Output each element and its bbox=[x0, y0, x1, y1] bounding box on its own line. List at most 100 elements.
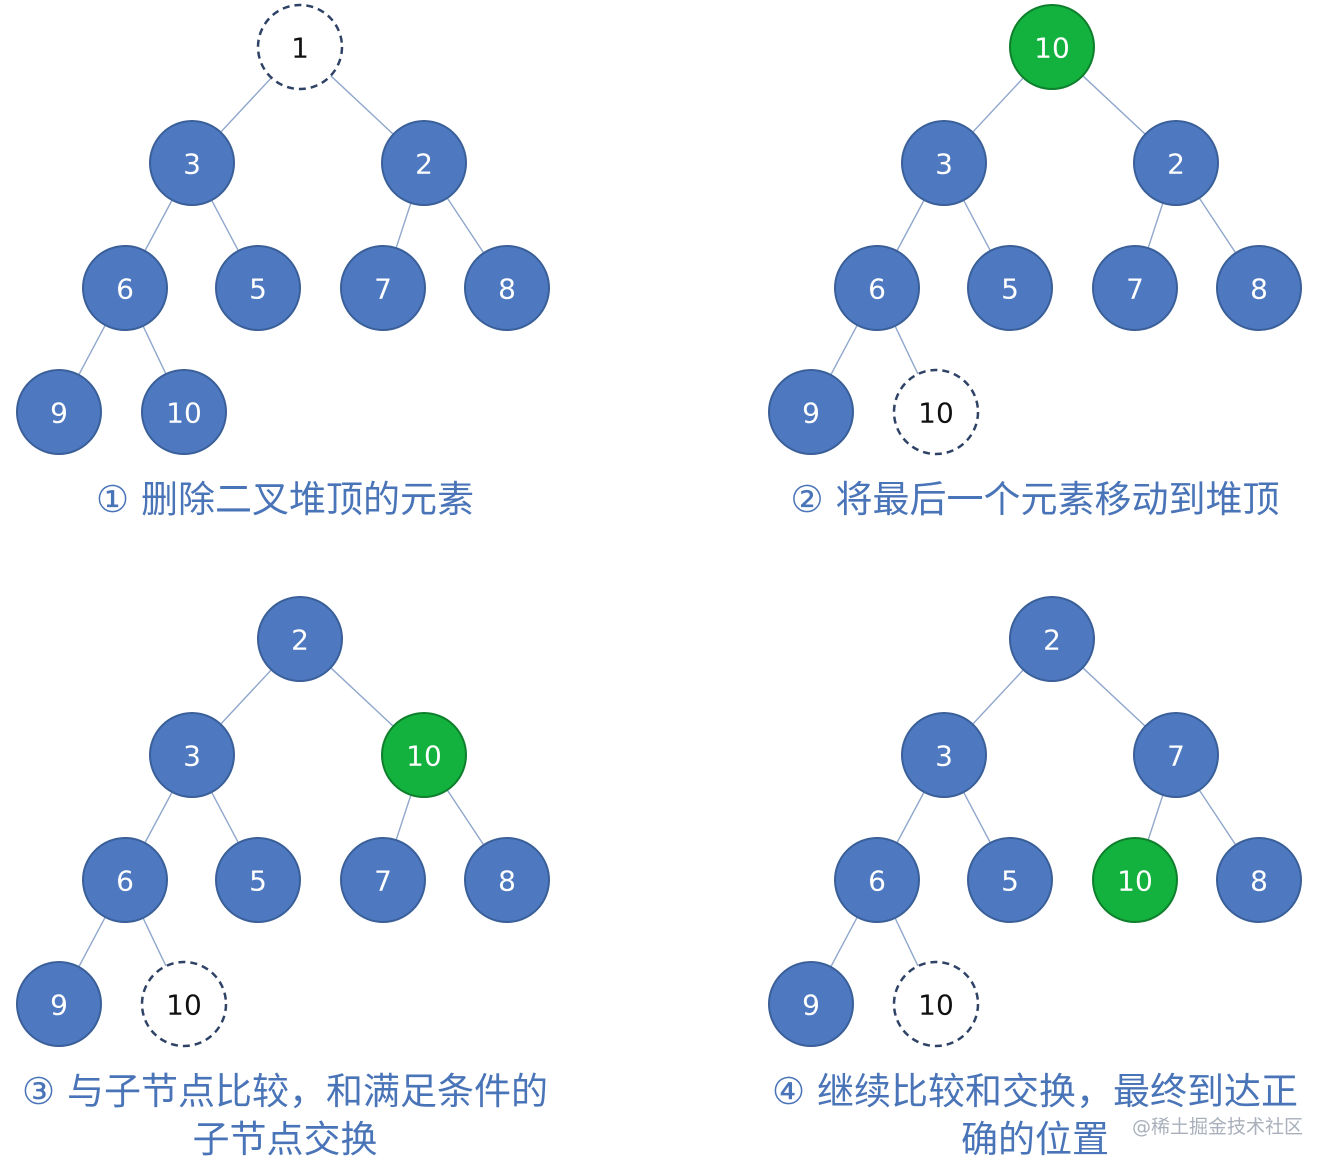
tree-node: 8 bbox=[1216, 837, 1302, 923]
tree-node: 5 bbox=[215, 837, 301, 923]
node-circle bbox=[381, 712, 467, 798]
node-label: 10 bbox=[166, 397, 202, 430]
tree-edge bbox=[78, 324, 106, 376]
node-label: 8 bbox=[498, 273, 516, 306]
tree-edge bbox=[210, 791, 240, 844]
node-circle bbox=[215, 837, 301, 923]
tree-node: 7 bbox=[1092, 245, 1178, 331]
node-label: 2 bbox=[1043, 624, 1061, 657]
node-circle bbox=[149, 712, 235, 798]
tree-edge bbox=[1198, 789, 1237, 846]
node-label: 2 bbox=[1167, 148, 1185, 181]
tree-edge bbox=[1147, 202, 1164, 249]
tree-node: 10 bbox=[1009, 4, 1095, 90]
node-label: 10 bbox=[918, 989, 954, 1022]
node-label: 10 bbox=[918, 397, 954, 430]
tree-edge bbox=[446, 789, 485, 846]
node-label: 5 bbox=[249, 273, 267, 306]
caption-line: 确的位置 bbox=[961, 1118, 1109, 1161]
tree-node: 2 bbox=[257, 596, 343, 682]
tree-node: 10 bbox=[381, 712, 467, 798]
tree-edge bbox=[896, 199, 925, 252]
tree-edge bbox=[395, 202, 412, 249]
node-circle bbox=[901, 712, 987, 798]
node-circle bbox=[1009, 596, 1095, 682]
node-circle bbox=[464, 245, 550, 331]
node-circle bbox=[768, 961, 854, 1047]
tree-edge bbox=[210, 199, 240, 252]
tree-node: 10 bbox=[141, 369, 227, 455]
node-circle bbox=[967, 245, 1053, 331]
node-circle bbox=[901, 120, 987, 206]
node-label: 10 bbox=[166, 989, 202, 1022]
node-label: 6 bbox=[868, 865, 886, 898]
watermark-text: @稀土掘金技术社区 bbox=[1132, 1116, 1304, 1138]
node-circle bbox=[892, 368, 980, 456]
tree-node: 10 bbox=[1092, 837, 1178, 923]
tree-node: 3 bbox=[901, 120, 987, 206]
tree-node: 3 bbox=[901, 712, 987, 798]
caption-line: ② 将最后一个元素移动到堆顶 bbox=[790, 478, 1280, 521]
tree-edge bbox=[1147, 794, 1164, 841]
node-label: 6 bbox=[116, 865, 134, 898]
node-label: 3 bbox=[183, 740, 201, 773]
tree-node: 5 bbox=[215, 245, 301, 331]
node-circle bbox=[256, 3, 344, 91]
caption-line: ④ 继续比较和交换，最终到达正 bbox=[772, 1070, 1298, 1113]
node-circle bbox=[16, 369, 102, 455]
node-label: 9 bbox=[802, 989, 820, 1022]
node-label: 1 bbox=[291, 32, 309, 65]
tree-node: 2 bbox=[1009, 596, 1095, 682]
node-circle bbox=[340, 245, 426, 331]
tree-edge bbox=[962, 791, 992, 844]
node-label: 3 bbox=[183, 148, 201, 181]
node-label: 5 bbox=[1001, 865, 1019, 898]
node-label: 7 bbox=[1126, 273, 1144, 306]
tree-node: 6 bbox=[834, 245, 920, 331]
tree-edge bbox=[446, 197, 485, 254]
tree-node: 8 bbox=[464, 837, 550, 923]
node-circle bbox=[1092, 245, 1178, 331]
tree-node: 6 bbox=[82, 837, 168, 923]
node-circle bbox=[1133, 712, 1219, 798]
caption-step-3: ③ 与子节点比较，和满足条件的子节点交换 bbox=[0, 1068, 570, 1164]
node-circle bbox=[215, 245, 301, 331]
tree-edge bbox=[395, 794, 412, 841]
node-label: 8 bbox=[498, 865, 516, 898]
node-circle bbox=[1133, 120, 1219, 206]
tree-edge bbox=[896, 791, 925, 844]
node-circle bbox=[149, 120, 235, 206]
node-circle bbox=[257, 596, 343, 682]
tree-node: 10 bbox=[140, 960, 228, 1048]
tree-edge bbox=[142, 325, 167, 375]
node-circle bbox=[892, 960, 980, 1048]
node-circle bbox=[768, 369, 854, 455]
node-label: 10 bbox=[1034, 32, 1070, 65]
caption-line: 子节点交换 bbox=[192, 1118, 378, 1161]
node-label: 10 bbox=[1117, 865, 1153, 898]
node-label: 9 bbox=[50, 989, 68, 1022]
caption-step-4: ④ 继续比较和交换，最终到达正确的位置 bbox=[740, 1068, 1320, 1164]
node-circle bbox=[1009, 4, 1095, 90]
tree-node: 9 bbox=[16, 961, 102, 1047]
node-label: 7 bbox=[374, 273, 392, 306]
tree-node: 5 bbox=[967, 245, 1053, 331]
tree-edge bbox=[830, 324, 858, 376]
node-label: 5 bbox=[1001, 273, 1019, 306]
tree-edge bbox=[330, 667, 394, 727]
node-label: 3 bbox=[935, 740, 953, 773]
tree-node: 9 bbox=[768, 369, 854, 455]
node-circle bbox=[82, 245, 168, 331]
tree-node: 3 bbox=[149, 120, 235, 206]
tree-edge bbox=[830, 916, 858, 968]
tree-edge bbox=[330, 75, 394, 135]
tree-node: 10 bbox=[892, 368, 980, 456]
node-label: 8 bbox=[1250, 273, 1268, 306]
tree-edge bbox=[144, 199, 173, 252]
tree-edge bbox=[1082, 667, 1146, 727]
tree-node: 7 bbox=[340, 837, 426, 923]
tree-edge bbox=[962, 199, 992, 252]
tree-node: 7 bbox=[1133, 712, 1219, 798]
